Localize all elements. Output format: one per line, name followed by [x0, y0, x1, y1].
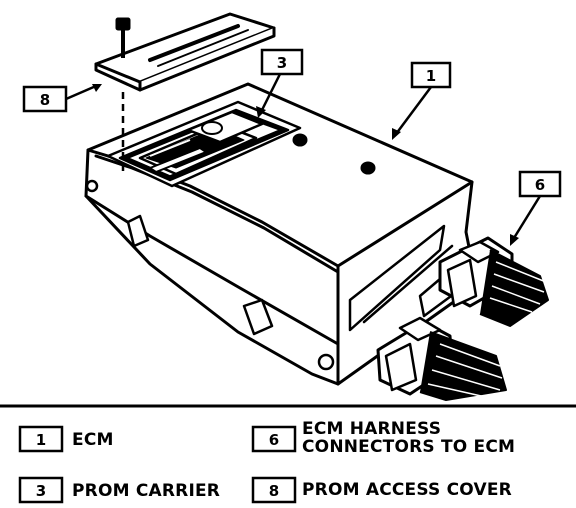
legend-label-ecm: ECM [72, 430, 114, 450]
harness-connector-lower [376, 316, 507, 401]
legend-box-1: 1 [18, 425, 64, 453]
harness-connector-upper [438, 236, 549, 327]
legend-label-harness-line1: ECM HARNESS [302, 419, 442, 439]
legend-label-harness-line2: CONNECTORS TO ECM [302, 437, 516, 457]
prom-carrier [138, 110, 264, 176]
legend-label-prom-access-cover: PROM ACCESS COVER [302, 480, 512, 500]
callout-3: 3 [256, 48, 304, 118]
svg-text:6: 6 [535, 176, 545, 194]
svg-text:1: 1 [426, 67, 436, 85]
cover-screw [115, 17, 131, 176]
callout-8: 8 [22, 84, 102, 113]
svg-text:3: 3 [36, 482, 46, 500]
svg-text:8: 8 [40, 91, 50, 109]
prom-access-cover [94, 12, 276, 92]
svg-text:3: 3 [277, 54, 287, 72]
callout-6: 6 [510, 170, 562, 246]
svg-text:8: 8 [269, 482, 279, 500]
callout-1: 1 [392, 61, 452, 140]
legend-box-8: 8 [251, 476, 297, 504]
legend-box-6: 6 [251, 425, 297, 453]
legend-label-prom-carrier: PROM CARRIER [72, 481, 221, 501]
svg-text:1: 1 [36, 431, 46, 449]
svg-text:6: 6 [269, 431, 279, 449]
legend-box-3: 3 [18, 476, 64, 504]
